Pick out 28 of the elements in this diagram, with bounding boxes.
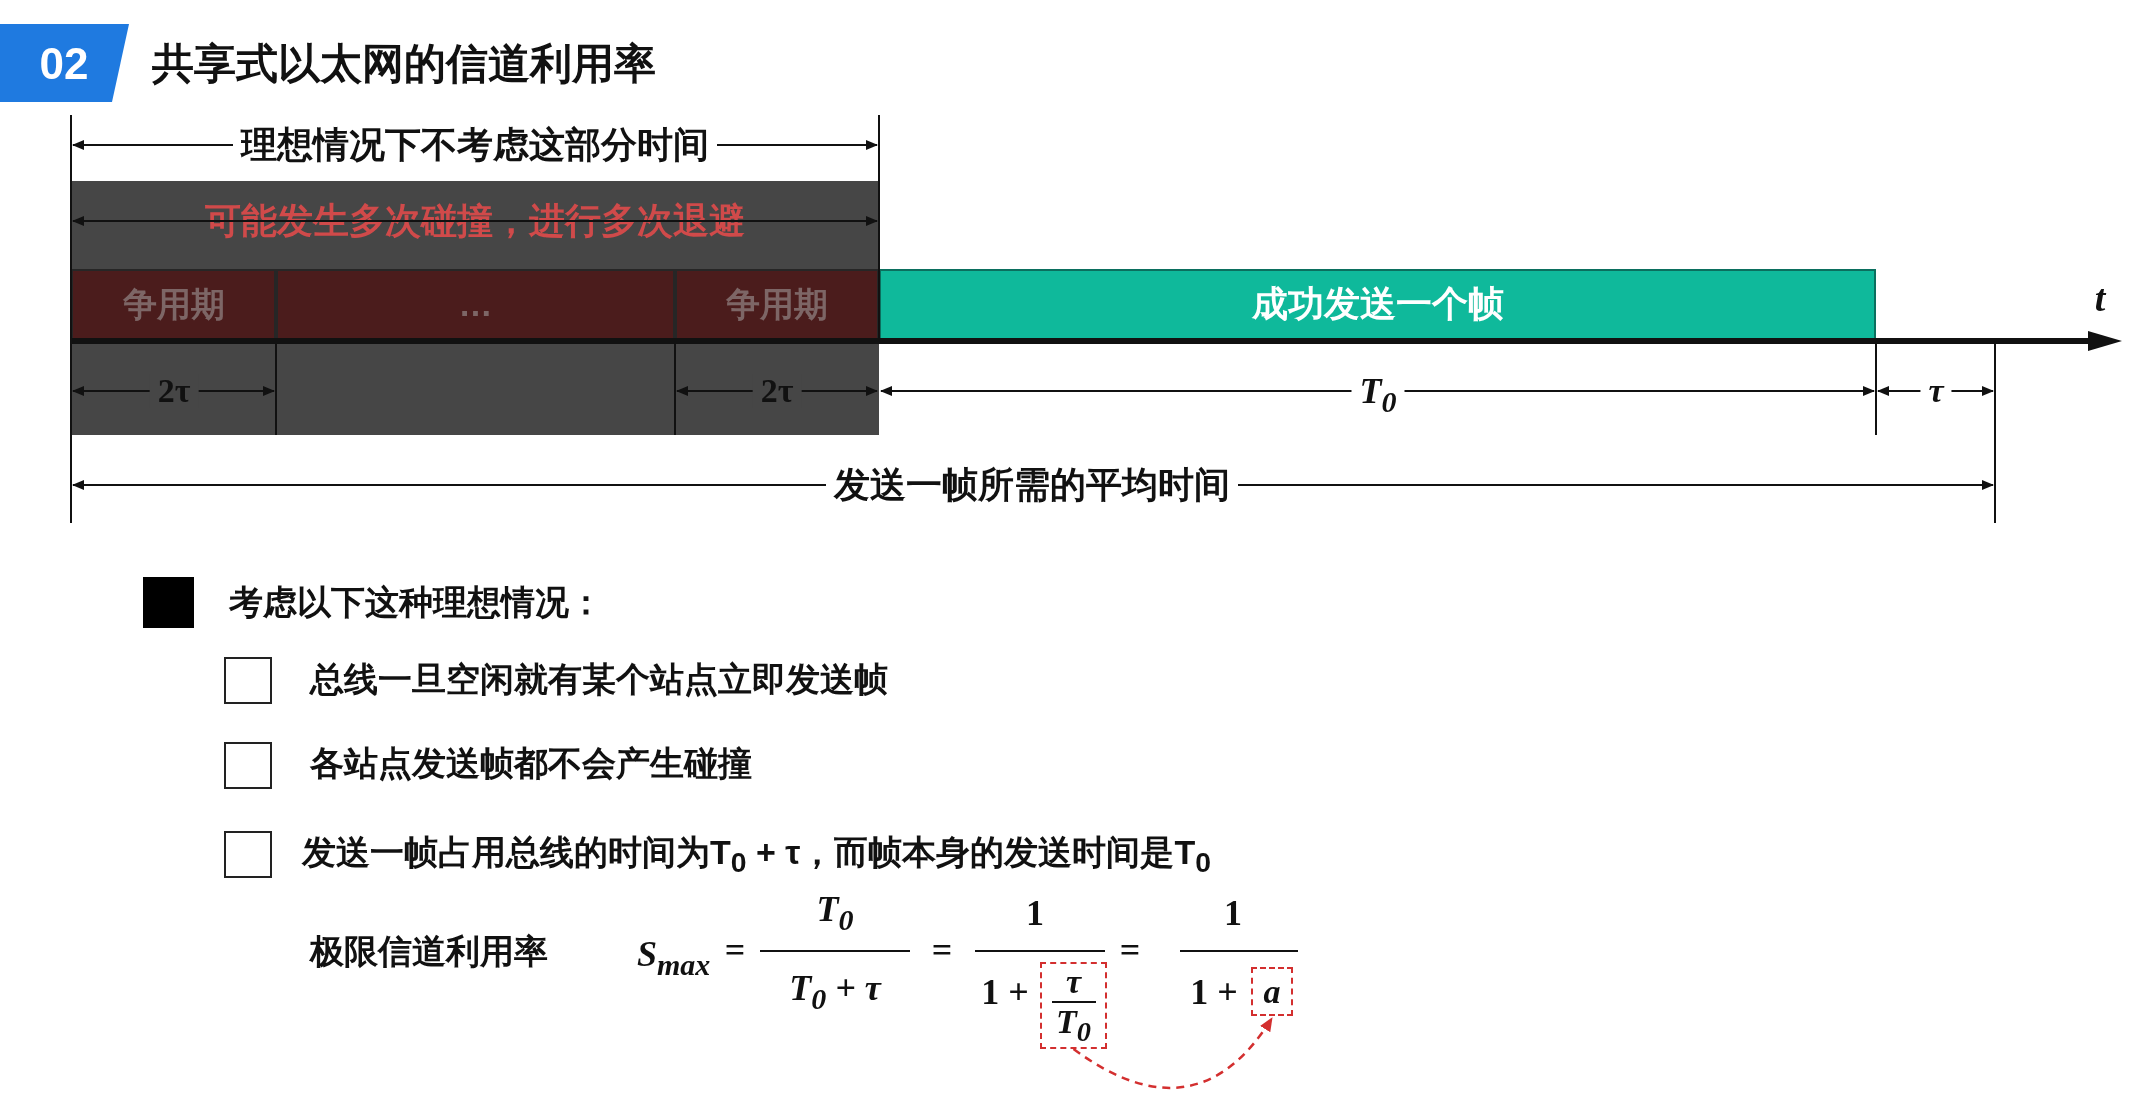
frame-transmission-box: 成功发送一个帧 <box>879 269 1876 340</box>
title: 共享式以太网的信道利用率 <box>152 43 656 85</box>
highlight-box: a <box>1251 967 1293 1016</box>
equals-sign: = <box>1118 932 1142 968</box>
dimension-label: 发送一帧所需的平均时间 <box>826 467 1238 503</box>
equals-sign: = <box>723 932 747 968</box>
formula-symbol: S$_{max}$ <box>636 936 712 980</box>
shaded-band <box>71 181 879 435</box>
bullet-text: 考虑以下这种理想情况： <box>228 585 604 619</box>
formula-caption: 极限信道利用率 <box>308 934 549 968</box>
numerator: 1 <box>1223 895 1243 931</box>
denominator: 1 + <box>1189 974 1239 1010</box>
contention-period-box: 争用期 <box>71 269 276 340</box>
denominator: 1 + <box>980 974 1030 1010</box>
axis-label: t <box>2093 279 2108 317</box>
bullet-text: 发送一帧占用总线的时间为T$_{0}$ + τ，而帧本身的发送时间是T$_{0}$ <box>302 835 1211 877</box>
numerator: T$_{0}$ <box>815 891 855 935</box>
bullet-text: 总线一旦空闲就有某个站点立即发送帧 <box>308 662 889 696</box>
equals-sign: = <box>930 932 954 968</box>
denominator: T$_{0}$ + τ <box>788 970 883 1014</box>
section-number: 02 <box>38 42 90 86</box>
contention-period-box: … <box>276 269 675 340</box>
contention-period-box: 争用期 <box>675 269 879 340</box>
dimension-label: 理想情况下不考虑这部分时间 <box>233 127 717 163</box>
highlight-box: τ T$_{0}$ <box>1040 962 1107 1049</box>
numerator: 1 <box>1025 895 1045 931</box>
bullet-text: 各站点发送帧都不会产生碰撞 <box>309 746 753 780</box>
curved-arrow <box>1072 1017 1274 1090</box>
